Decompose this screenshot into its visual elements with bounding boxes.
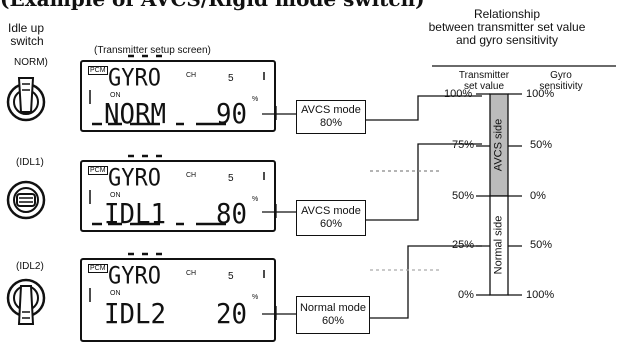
toggle-switch-icon [6, 180, 46, 220]
sensitivity-tick: 50% [530, 239, 553, 251]
switch-label-idl2: (IDL2) [16, 261, 44, 272]
on-label: ON [110, 192, 121, 199]
lcd-screen-idl2: PCM GYRO ON CH 5 IDL2 20 % [80, 258, 276, 342]
setup-screen-caption: (Transmitter setup screen) [94, 45, 211, 56]
set-value-tick: 0% [458, 289, 474, 301]
set-value-tick: 25% [452, 239, 475, 251]
toggle-switch-icon [6, 278, 46, 325]
percent-sign: % [252, 96, 259, 103]
sensitivity-tick: 100% [526, 88, 555, 100]
ch-label: CH [186, 72, 197, 79]
percent-sign: % [252, 196, 259, 203]
mode-value: 20 [216, 297, 248, 330]
screen-name: GYRO [108, 164, 161, 193]
cut-title: (Example of AVCS/Rigid mode switch) [0, 0, 425, 9]
normal-side-label: Normal side [492, 215, 505, 275]
ch-label: CH [186, 172, 197, 179]
on-label: ON [110, 290, 121, 297]
idle-up-heading: Idle up switch [8, 21, 45, 48]
lcd-screen-idl1: PCM GYRO ON CH 5 IDL1 80 % [80, 160, 276, 232]
pcm-badge: PCM [88, 264, 108, 273]
on-label: ON [110, 92, 121, 99]
avcs-side-label: AVCS side [492, 118, 505, 172]
percent-sign: % [252, 294, 259, 301]
ch-label: CH [186, 270, 197, 277]
set-value-tick: 50% [452, 190, 475, 202]
sensitivity-tick: 100% [526, 289, 555, 301]
set-value-tick: 100% [444, 88, 473, 100]
pcm-badge: PCM [88, 166, 108, 175]
relationship-title: Relationship between transmitter set val… [428, 7, 586, 47]
switch-label-idl1: (IDL1) [16, 157, 44, 168]
ch-number: 5 [228, 73, 234, 84]
ch-number: 5 [228, 173, 234, 184]
ch-number: 5 [228, 271, 234, 282]
pcm-badge: PCM [88, 66, 108, 75]
screen-name: GYRO [108, 262, 161, 291]
switch-label-norm: NORM) [14, 57, 48, 68]
mode-name: IDL2 [104, 297, 167, 330]
connector-lines [89, 54, 616, 320]
screen-name: GYRO [108, 64, 161, 93]
lcd-screen-norm: PCM GYRO ON CH 5 NORM 90 % [80, 60, 276, 132]
sensitivity-tick: 0% [530, 190, 546, 202]
sensitivity-tick: 50% [530, 139, 553, 151]
set-value-tick: 75% [452, 139, 475, 151]
toggle-switch-icon [6, 77, 46, 122]
